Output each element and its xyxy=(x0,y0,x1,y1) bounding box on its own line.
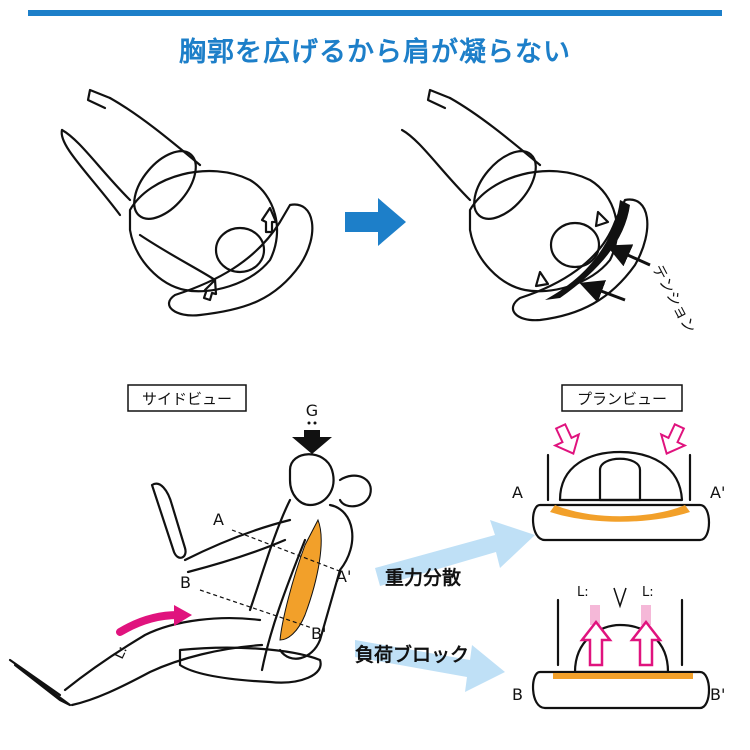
plan-a-arrow-left xyxy=(552,422,581,455)
side-seatbelt xyxy=(260,538,307,672)
side-torso-front xyxy=(248,498,292,612)
head-right xyxy=(549,221,601,269)
plan-point-b-prime: B' xyxy=(710,685,725,704)
gravity-arrow-icon xyxy=(292,430,332,454)
press-arrow-lower xyxy=(534,270,550,288)
side-leg-top xyxy=(63,617,262,692)
hand-left xyxy=(86,88,112,110)
dispersion-label: 重力分散 xyxy=(385,566,461,589)
seat-bolster-left xyxy=(167,203,314,317)
ring-left xyxy=(133,150,197,220)
side-head xyxy=(288,453,335,507)
plan-a-arrow-right xyxy=(659,422,688,455)
side-point-a-prime: A' xyxy=(336,567,351,586)
leg-arrow-icon xyxy=(116,611,182,636)
tension-arrow-1 xyxy=(606,244,651,267)
side-pedal xyxy=(13,663,72,707)
expand-arrow-upper xyxy=(260,206,278,234)
plan-view-box xyxy=(561,384,683,412)
side-orange-support xyxy=(279,518,322,641)
side-point-b-prime: B' xyxy=(311,624,326,643)
plan-l-label-left: L: xyxy=(577,585,589,600)
plan-b-arrow-right xyxy=(629,619,663,667)
plan-view-label: プランビュー xyxy=(577,390,667,408)
plan-section-b xyxy=(532,598,711,710)
top-right-figure xyxy=(400,88,649,322)
plan-section-a xyxy=(532,450,711,542)
side-view-box xyxy=(127,384,247,412)
side-floor xyxy=(8,658,62,697)
side-leg-bottom xyxy=(70,643,264,707)
plan-point-a-prime: A' xyxy=(710,483,725,502)
leg-arrow-head xyxy=(174,605,192,626)
arm-right-1 xyxy=(400,128,472,202)
expand-arrow-lower xyxy=(202,278,218,302)
gravity-label: G xyxy=(306,401,318,420)
arm-left-1 xyxy=(60,128,132,202)
ring-right xyxy=(473,150,537,220)
section-line-a xyxy=(231,529,343,573)
side-cushion xyxy=(178,646,322,684)
plan-b-v-mark xyxy=(613,587,627,609)
side-seatback xyxy=(278,503,354,660)
side-point-a: A xyxy=(213,510,224,529)
plan-b-fade-right xyxy=(641,605,651,625)
arm-left-4 xyxy=(138,233,217,282)
section-line-b xyxy=(199,589,313,629)
side-point-b: B xyxy=(180,573,191,592)
tension-wedge xyxy=(545,200,630,300)
side-arm-upper xyxy=(183,518,292,562)
side-figure xyxy=(8,453,372,707)
head-left xyxy=(214,226,266,274)
tension-label: テンション xyxy=(648,261,699,336)
side-l-label: L: xyxy=(111,644,131,662)
block-arrow xyxy=(355,640,505,692)
side-arm-lower xyxy=(186,538,287,574)
block-label: 負荷ブロック xyxy=(355,643,469,666)
arm-right-3 xyxy=(448,96,542,167)
arm-left-2 xyxy=(60,128,122,217)
plan-point-a: A xyxy=(512,483,523,502)
page-title: 胸郭を広げるから肩が凝らない xyxy=(179,37,571,68)
plan-l-label-right: L: xyxy=(642,585,654,600)
transition-arrow-icon xyxy=(345,198,406,246)
plan-point-b: B xyxy=(512,685,523,704)
steering-wheel xyxy=(150,482,187,559)
press-arrow-upper xyxy=(594,210,610,228)
hand-right xyxy=(426,88,452,110)
top-rule xyxy=(28,10,722,16)
top-left-figure xyxy=(60,88,314,317)
arm-left-3 xyxy=(108,96,202,167)
plan-a-orange xyxy=(550,505,690,522)
plan-b-arrow-left xyxy=(579,619,613,667)
side-headrest xyxy=(338,474,372,508)
side-view-label: サイドビュー xyxy=(142,390,232,408)
plan-b-fade-left xyxy=(590,605,600,625)
dispersion-arrow xyxy=(375,520,535,586)
tension-arrow-2 xyxy=(579,280,626,303)
seat-bolster-right xyxy=(512,198,649,322)
plan-b-orange xyxy=(553,673,693,679)
